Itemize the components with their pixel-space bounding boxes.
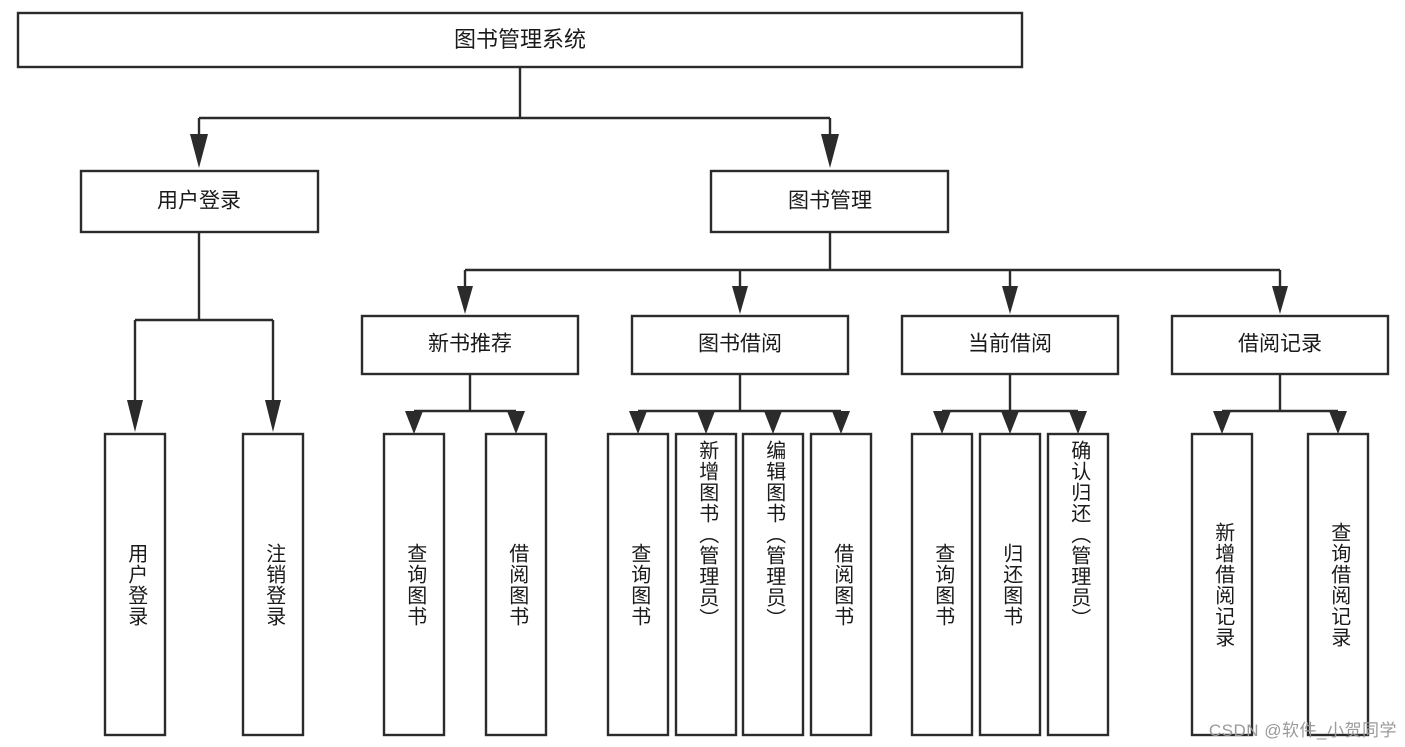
leaf-box-book-borrow-2[interactable] — [741, 432, 805, 737]
arrow-to-borrow-record — [1272, 286, 1288, 314]
root-box[interactable] — [16, 11, 1024, 69]
arrow-leaf-currentborrow-2 — [1069, 411, 1087, 434]
leaf-box-current-borrow-0[interactable] — [910, 432, 974, 737]
leaf-box-book-borrow-0[interactable] — [606, 432, 670, 737]
leaf-box-current-borrow-2[interactable] — [1046, 432, 1110, 737]
leaf-box-new-book-recommend-1[interactable] — [484, 432, 548, 737]
borrow-record-box[interactable] — [1170, 314, 1390, 376]
leaf-box-current-borrow-1[interactable] — [978, 432, 1042, 737]
leaf-box-borrow-record-0[interactable] — [1190, 432, 1254, 737]
node-new-book-recommend[interactable]: 新书推荐 — [360, 314, 580, 376]
arrow-to-current-borrow — [1002, 286, 1018, 314]
user-login-label: 用户登录 — [157, 190, 241, 213]
arrow-leaf-borrowrecord-1 — [1329, 411, 1347, 434]
arrow-to-book-manage — [821, 134, 839, 168]
book-borrow-box[interactable] — [630, 314, 850, 376]
node-current-borrow[interactable]: 当前借阅 — [900, 314, 1120, 376]
leaf-box-book-borrow-1[interactable] — [674, 432, 738, 737]
arrow-leaf-bookborrow-3 — [832, 411, 850, 434]
leaf-box-user-login-1[interactable] — [241, 432, 305, 737]
current-borrow-box[interactable] — [900, 314, 1120, 376]
leaf-box-borrow-record-1[interactable] — [1306, 432, 1370, 737]
arrow-leaf-user-login-1 — [265, 400, 281, 432]
node-book-manage[interactable]: 图书管理 — [709, 169, 950, 234]
node-user-login[interactable]: 用户登录 — [79, 169, 320, 234]
node-borrow-record[interactable]: 借阅记录 — [1170, 314, 1390, 376]
connector-layer — [127, 67, 1347, 434]
leaf-box-user-login-0[interactable] — [103, 432, 167, 737]
node-root[interactable]: 图书管理系统 — [16, 11, 1024, 69]
book-borrow-label: 图书借阅 — [698, 333, 782, 356]
book-manage-box[interactable] — [709, 169, 950, 234]
node-book-borrow[interactable]: 图书借阅 — [630, 314, 850, 376]
user-login-box[interactable] — [79, 169, 320, 234]
leaf-box-layer — [103, 432, 1370, 737]
arrow-to-book-borrow — [732, 286, 748, 314]
arrow-leaf-newbook-0 — [405, 411, 423, 434]
arrow-leaf-currentborrow-0 — [933, 411, 951, 434]
arrow-to-new-book-recommend — [457, 286, 473, 314]
arrow-leaf-currentborrow-1 — [1001, 411, 1019, 434]
arrow-leaf-bookborrow-2 — [764, 411, 782, 434]
book-manage-label: 图书管理 — [788, 190, 872, 213]
csdn-watermark: CSDN @软件_小贺同学 — [1208, 721, 1397, 740]
arrow-leaf-borrowrecord-0 — [1213, 411, 1231, 434]
arrow-leaf-newbook-1 — [507, 411, 525, 434]
leaf-box-new-book-recommend-0[interactable] — [382, 432, 446, 737]
new-book-recommend-box[interactable] — [360, 314, 580, 376]
borrow-record-label: 借阅记录 — [1238, 333, 1322, 356]
arrow-leaf-user-login-0 — [127, 400, 143, 432]
arrow-leaf-bookborrow-0 — [629, 411, 647, 434]
new-book-recommend-label: 新书推荐 — [428, 333, 512, 356]
arrow-leaf-bookborrow-1 — [697, 411, 715, 434]
leaf-box-book-borrow-3[interactable] — [809, 432, 873, 737]
current-borrow-label: 当前借阅 — [968, 333, 1052, 356]
root-label: 图书管理系统 — [454, 27, 586, 52]
arrow-to-user-login — [190, 134, 208, 168]
